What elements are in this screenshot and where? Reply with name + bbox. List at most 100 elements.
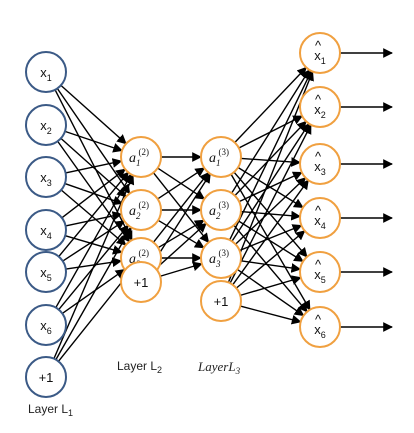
edge-l1-l2 <box>65 211 123 227</box>
layer-l2-label: Layer L2 <box>117 359 162 375</box>
node-label: a2(3) <box>209 200 229 221</box>
edge-l1-l2 <box>61 168 126 219</box>
hidden3-node-a3: a3(3) <box>200 237 242 279</box>
edge-l1-l2 <box>65 158 123 174</box>
hidden3-node-a2-circle <box>200 189 242 231</box>
edge-l1-l2 <box>61 268 126 315</box>
node-label: a1(3) <box>209 147 229 168</box>
node-label: x2 <box>40 118 52 136</box>
hat-symbol: ^ <box>315 38 322 53</box>
hidden3-node-a3-circle <box>200 237 242 279</box>
input-bias-node: +1 <box>25 356 67 398</box>
node-label: x6 <box>314 322 326 340</box>
edge-l1-l2 <box>55 173 132 308</box>
input-bias-node-circle <box>25 356 67 398</box>
hidden2-node-a2-circle <box>120 189 162 231</box>
nodes-group: x1x2x3x4x5x6+1a1(2)a2(2)a3(2)+1a1(3)a2(3… <box>25 32 341 398</box>
layer-l1-label: Layer L1 <box>28 402 73 418</box>
node-label: x2 <box>314 102 326 120</box>
node-label: x5 <box>314 267 326 285</box>
node-label: x1 <box>314 48 326 66</box>
input-node-x4-circle <box>25 209 67 251</box>
edge-l1-l2 <box>57 140 130 243</box>
node-label: x1 <box>40 65 52 83</box>
edge-l1-l2 <box>53 174 135 359</box>
edge-l3-out <box>229 123 312 284</box>
hidden2-node-a1-circle <box>120 136 162 178</box>
edge-l3-out <box>238 171 303 203</box>
edge-l3-out <box>237 268 305 317</box>
hat-symbol: ^ <box>315 203 322 218</box>
output-node-xhat5-circle <box>299 251 341 293</box>
output-node-xhat4: x4^ <box>299 197 341 239</box>
output-node-xhat6: x6^ <box>299 306 341 348</box>
output-node-xhat6-circle <box>299 306 341 348</box>
edge-l3-out <box>235 177 307 245</box>
node-label: x4 <box>314 213 326 231</box>
edge-l3-out <box>227 70 314 283</box>
node-label: x3 <box>40 170 52 188</box>
input-node-x2: x2 <box>25 104 67 146</box>
output-node-xhat2-circle <box>299 86 341 128</box>
output-node-xhat5: x5^ <box>299 251 341 293</box>
layer-labels-group: Layer L1 Layer L2 LayerL3 <box>28 359 241 418</box>
edge-l3-out <box>234 120 307 197</box>
input-node-x5: x5 <box>25 251 67 293</box>
hat-symbol: ^ <box>315 257 322 272</box>
output-node-xhat1: x1^ <box>299 32 341 74</box>
input-node-x6-circle <box>25 304 67 346</box>
edge-l3-out <box>235 230 306 289</box>
node-label: x3 <box>314 159 326 177</box>
edge-l1-l2 <box>58 171 129 258</box>
edge-l3-out <box>231 122 310 242</box>
input-node-x6: x6 <box>25 304 67 346</box>
hidden2-node-a1: a1(2) <box>120 136 162 178</box>
edge-l3-out <box>240 260 302 273</box>
edge-l3-out <box>229 70 312 241</box>
edge-l2-l3 <box>151 173 211 266</box>
node-label: a2(2) <box>129 200 149 221</box>
output-node-xhat4-circle <box>299 197 341 239</box>
node-label: x4 <box>40 223 52 241</box>
hidden2-bias-node: +1 <box>120 261 162 303</box>
node-label: a1(2) <box>129 147 149 168</box>
edge-l3-out <box>231 69 310 194</box>
hidden2-bias-node-circle <box>120 261 162 303</box>
edge-l1-l2 <box>57 272 130 362</box>
edge-l1-l2 <box>55 226 132 360</box>
node-label: x6 <box>40 318 52 336</box>
edge-l2-l3 <box>157 167 206 200</box>
output-node-xhat1-circle <box>299 32 341 74</box>
edges-group <box>53 48 393 362</box>
bias-label: +1 <box>214 294 229 309</box>
output-node-xhat2: x2^ <box>299 86 341 128</box>
hat-symbol: ^ <box>315 312 322 327</box>
edge-l2-l3 <box>155 222 207 270</box>
hidden2-node-a2: a2(2) <box>120 189 162 231</box>
input-node-x2-circle <box>25 104 67 146</box>
edge-l3-out <box>240 157 302 167</box>
node-label: a3(3) <box>209 248 229 269</box>
hidden3-bias-node: +1 <box>200 280 242 322</box>
output-node-xhat3: x3^ <box>299 143 341 185</box>
edge-l3-out <box>237 220 304 262</box>
layer-l3-label: LayerL3 <box>197 359 241 376</box>
edge-l2-l3 <box>159 261 203 277</box>
hidden3-bias-node-circle <box>200 280 242 322</box>
input-node-x1-circle <box>25 51 67 93</box>
input-node-x5-circle <box>25 251 67 293</box>
input-node-x4: x4 <box>25 209 67 251</box>
edge-l2-l3 <box>152 171 210 243</box>
hidden3-node-a2: a2(3) <box>200 189 242 231</box>
node-label: x5 <box>40 265 52 283</box>
hidden3-node-a1-circle <box>200 136 242 178</box>
edge-l1-l2 <box>60 189 127 246</box>
bias-label: +1 <box>134 275 149 290</box>
edge-l3-out <box>239 275 302 297</box>
edge-l3-out <box>239 224 303 252</box>
hat-symbol: ^ <box>315 92 322 107</box>
hidden3-node-a1: a1(3) <box>200 136 242 178</box>
edge-l3-out <box>232 179 309 286</box>
